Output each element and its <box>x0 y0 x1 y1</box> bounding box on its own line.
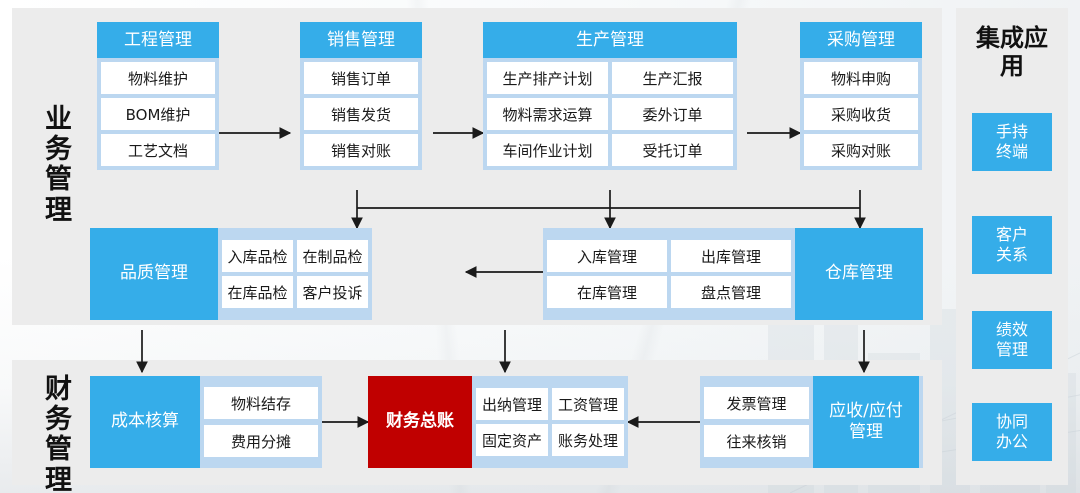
cell-entrusted-order[interactable]: 受托订单 <box>612 134 733 166</box>
cell-purchase-reconciliation[interactable]: 采购对账 <box>804 134 918 166</box>
group-sales[interactable]: 销售管理 销售订单 销售发货 销售对账 <box>300 22 422 170</box>
app-oa-line1: 协同 <box>995 412 1028 431</box>
group-purchasing-header: 采购管理 <box>800 22 922 58</box>
app-button-performance[interactable]: 绩效 管理 <box>972 311 1052 369</box>
cell-production-report[interactable]: 生产汇报 <box>612 62 733 94</box>
group-warehouse-label: 仓库管理 <box>795 228 923 320</box>
cell-stock-inspection[interactable]: 在库品检 <box>222 276 293 308</box>
cell-material-maintenance[interactable]: 物料维护 <box>101 62 215 94</box>
apps-section-title: 集成应用 <box>976 24 1048 81</box>
cell-sales-order[interactable]: 销售订单 <box>304 62 418 94</box>
receivable-label-line2: 管理 <box>849 422 883 442</box>
business-section-title: 业务管理 <box>45 104 73 226</box>
cell-workshop-plan[interactable]: 车间作业计划 <box>487 134 608 166</box>
cell-outsourcing-order[interactable]: 委外订单 <box>612 98 733 130</box>
group-quality[interactable]: 品质管理 入库品检 在制品检 在库品检 客户投诉 <box>90 228 372 320</box>
app-oa-line2: 办公 <box>995 432 1028 451</box>
app-crm-line2: 关系 <box>995 245 1028 264</box>
cell-sales-reconciliation[interactable]: 销售对账 <box>304 134 418 166</box>
app-performance-line2: 管理 <box>995 340 1028 359</box>
group-receivable-payable-label: 应收/应付 管理 <box>813 376 919 468</box>
group-purchasing[interactable]: 采购管理 物料申购 采购收货 采购对账 <box>800 22 922 170</box>
cell-expense-allocation[interactable]: 费用分摊 <box>204 425 318 457</box>
group-cost-accounting-label: 成本核算 <box>90 376 200 468</box>
group-engineering-header: 工程管理 <box>97 22 219 58</box>
app-handheld-line1: 手持 <box>995 122 1028 141</box>
finance-section-title: 财务管理 <box>45 374 73 493</box>
group-production-header: 生产管理 <box>483 22 737 58</box>
cell-process-document[interactable]: 工艺文档 <box>101 134 215 166</box>
group-production[interactable]: 生产管理 生产排产计划 生产汇报 物料需求运算 委外订单 车间作业计划 受托订单 <box>483 22 737 170</box>
app-button-oa[interactable]: 协同 办公 <box>972 403 1052 461</box>
group-receivable-payable[interactable]: 发票管理 往来核销 应收/应付 管理 <box>700 376 923 468</box>
group-engineering[interactable]: 工程管理 物料维护 BOM维护 工艺文档 <box>97 22 219 170</box>
group-sales-header: 销售管理 <box>300 22 422 58</box>
cell-invoice-management[interactable]: 发票管理 <box>704 387 809 419</box>
cell-settlement-writeoff[interactable]: 往来核销 <box>704 425 809 457</box>
cell-mrp[interactable]: 物料需求运算 <box>487 98 608 130</box>
receivable-label-line1: 应收/应付 <box>829 400 903 421</box>
group-general-ledger-label: 财务总账 <box>368 376 472 468</box>
cell-wip-inspection[interactable]: 在制品检 <box>297 240 368 272</box>
cell-stock-management[interactable]: 在库管理 <box>547 276 667 308</box>
app-button-handheld[interactable]: 手持 终端 <box>972 113 1052 171</box>
group-general-ledger[interactable]: 财务总账 出纳管理 工资管理 固定资产 账务处理 <box>368 376 628 468</box>
app-handheld-line2: 终端 <box>995 142 1028 161</box>
group-warehouse[interactable]: 入库管理 出库管理 在库管理 盘点管理 仓库管理 <box>543 228 923 320</box>
cell-payroll-management[interactable]: 工资管理 <box>552 388 624 420</box>
cell-bom-maintenance[interactable]: BOM维护 <box>101 98 215 130</box>
cell-stocktaking-management[interactable]: 盘点管理 <box>671 276 791 308</box>
cell-inbound-inspection[interactable]: 入库品检 <box>222 240 293 272</box>
app-crm-line1: 客户 <box>995 225 1028 244</box>
cell-outbound-management[interactable]: 出库管理 <box>671 240 791 272</box>
cell-cashier-management[interactable]: 出纳管理 <box>476 388 548 420</box>
group-quality-label: 品质管理 <box>90 228 218 320</box>
cell-material-balance[interactable]: 物料结存 <box>204 387 318 419</box>
cell-inbound-management[interactable]: 入库管理 <box>547 240 667 272</box>
app-button-crm[interactable]: 客户 关系 <box>972 216 1052 274</box>
app-performance-line1: 绩效 <box>995 320 1028 339</box>
cell-accounting-processing[interactable]: 账务处理 <box>552 424 624 456</box>
cell-sales-delivery[interactable]: 销售发货 <box>304 98 418 130</box>
cell-purchase-receipt[interactable]: 采购收货 <box>804 98 918 130</box>
cell-material-requisition[interactable]: 物料申购 <box>804 62 918 94</box>
cell-customer-complaint[interactable]: 客户投诉 <box>297 276 368 308</box>
cell-production-schedule[interactable]: 生产排产计划 <box>487 62 608 94</box>
cell-fixed-assets[interactable]: 固定资产 <box>476 424 548 456</box>
group-cost-accounting[interactable]: 成本核算 物料结存 费用分摊 <box>90 376 322 468</box>
